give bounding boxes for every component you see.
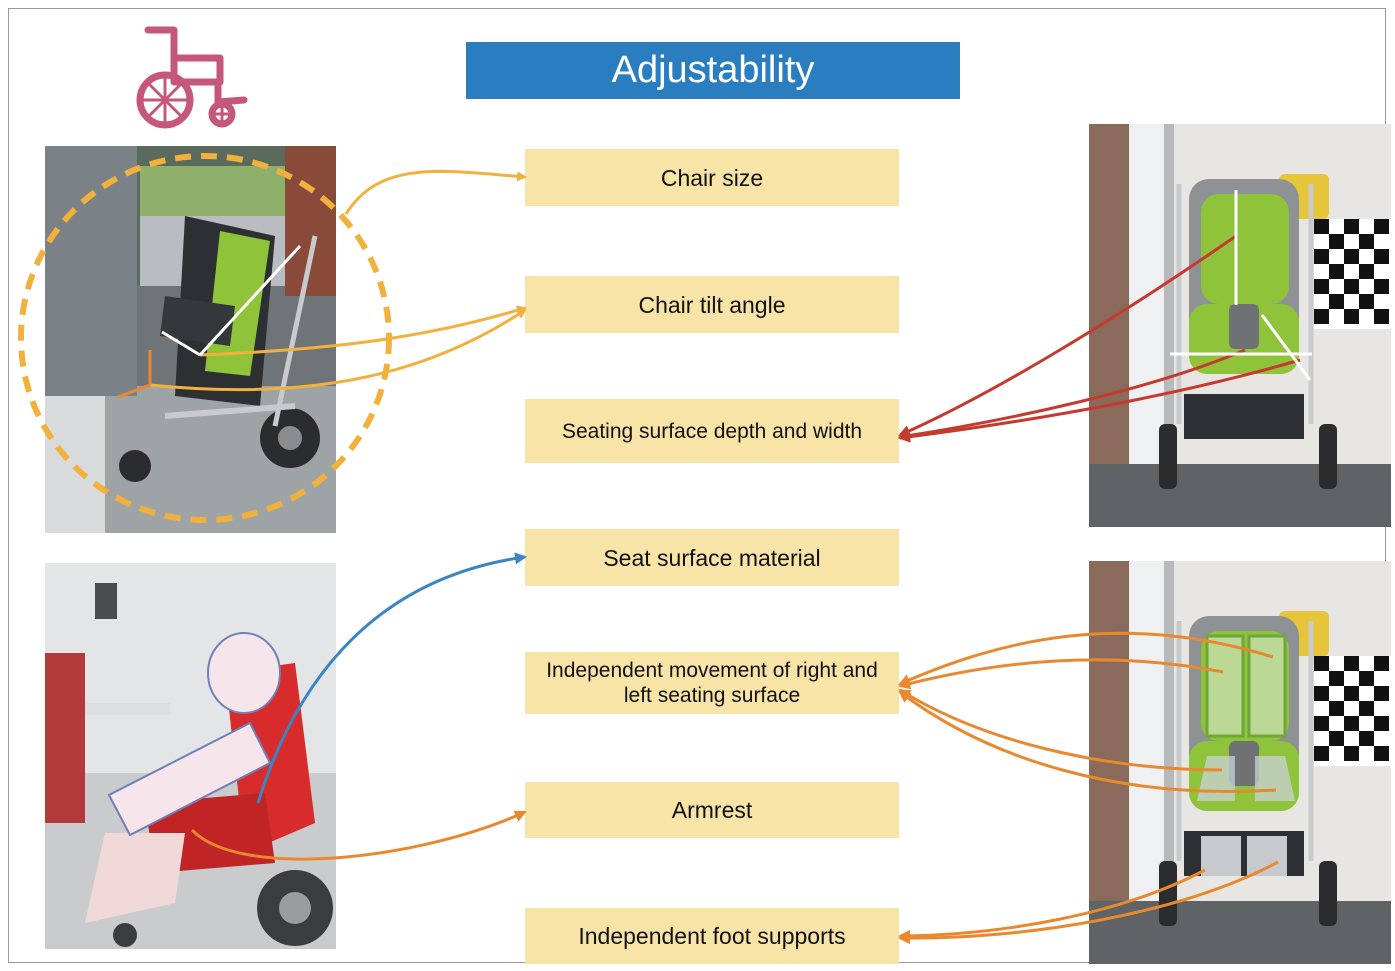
photo-chair-front-view xyxy=(1089,124,1391,527)
label-chair-tilt-angle-text: Chair tilt angle xyxy=(638,291,786,318)
photo-red-chair-child xyxy=(45,563,336,949)
page-title: Adjustability xyxy=(466,42,960,99)
label-independent-movement: Independent movement of right and left s… xyxy=(525,652,899,714)
photo-chair-segments xyxy=(1089,561,1391,964)
label-armrest: Armrest xyxy=(525,782,899,838)
label-seat-surface-material-text: Seat surface material xyxy=(603,544,821,571)
label-chair-tilt-angle: Chair tilt angle xyxy=(525,276,899,333)
label-independent-foot-supports-text: Independent foot supports xyxy=(578,923,846,949)
label-independent-movement-text: Independent movement of right and left s… xyxy=(546,659,878,707)
label-independent-foot-supports: Independent foot supports xyxy=(525,908,899,964)
wheelchair-icon xyxy=(136,26,248,129)
label-chair-size: Chair size xyxy=(525,149,899,206)
photo-chair-side-view xyxy=(45,146,336,533)
title-text: Adjustability xyxy=(611,49,815,91)
label-chair-size-text: Chair size xyxy=(660,164,764,191)
label-seating-depth-width: Seating surface depth and width xyxy=(525,399,899,463)
label-seat-surface-material: Seat surface material xyxy=(525,529,899,586)
label-seating-depth-width-text: Seating surface depth and width xyxy=(561,419,863,443)
label-armrest-text: Armrest xyxy=(671,797,753,823)
